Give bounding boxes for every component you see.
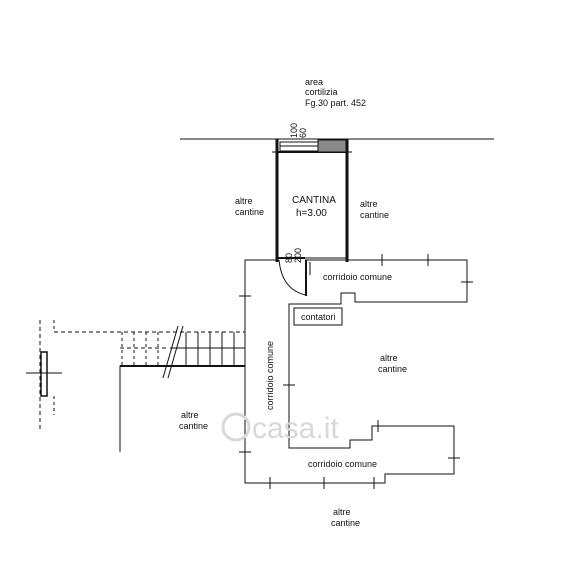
watermark-text: casa.it [252, 412, 339, 445]
altre-cantine-label-3-l2: cantine [378, 364, 407, 374]
stair-wall [119, 365, 245, 452]
altre-cantine-label-4: altre cantine [179, 410, 208, 431]
corridor-wall-left-top [244, 259, 277, 365]
corridor-label-3: corridoio comune [308, 459, 377, 469]
corridor-label-2: corridoio comune [265, 341, 275, 410]
room-height: h=3.00 [296, 208, 327, 219]
altre-cantine-label-5-l2: cantine [331, 518, 360, 528]
altre-cantine-label-3-l1: altre [380, 353, 398, 363]
corridor-walls [244, 259, 468, 484]
altre-cantine-label-2: altre cantine [360, 199, 389, 220]
room-name: CANTINA [292, 195, 336, 206]
altre-cantine-label-5: altre cantine [331, 507, 360, 528]
header-line-3: Fg.30 part. 452 [305, 98, 366, 108]
altre-cantine-label-3: altre cantine [378, 353, 407, 374]
corridor-label-1: corridoio comune [323, 272, 392, 282]
stair-break-line-2 [167, 325, 184, 379]
staircase [26, 320, 245, 452]
cantina-grey-block [317, 139, 347, 153]
cantina-room: CANTINA h=3.00 [272, 139, 352, 296]
dimension-bottom-a: 80 [284, 253, 294, 263]
header-line-2: cortilizia [305, 87, 338, 97]
contatori-box [293, 307, 343, 326]
dimension-top-b: 60 [298, 128, 308, 138]
altre-cantine-label-1: altre cantine [235, 196, 264, 217]
stair-treads-dashed [121, 332, 159, 366]
dimension-bottom-b: 200 [293, 248, 303, 263]
stair-treads-solid [185, 332, 235, 366]
corridor-ticks [239, 254, 473, 489]
dimension-top-a: 100 [289, 123, 299, 138]
header-line-1: area [305, 77, 323, 87]
altre-cantine-label-5-l1: altre [333, 507, 351, 517]
corridor-wall-main [244, 259, 468, 484]
stair-break-line-1 [162, 325, 179, 379]
altre-cantine-label-4-l1: altre [181, 410, 199, 420]
contatori-label: contatori [301, 312, 336, 322]
left-window [40, 351, 48, 397]
watermark-logo-ring [221, 412, 251, 442]
altre-cantine-label-2-l2: cantine [360, 210, 389, 220]
door-swing-arc [278, 259, 307, 296]
altre-cantine-label-1-l1: altre [235, 196, 253, 206]
altre-cantine-label-4-l2: cantine [179, 421, 208, 431]
altre-cantine-label-1-l2: cantine [235, 207, 264, 217]
altre-cantine-label-2-l1: altre [360, 199, 378, 209]
